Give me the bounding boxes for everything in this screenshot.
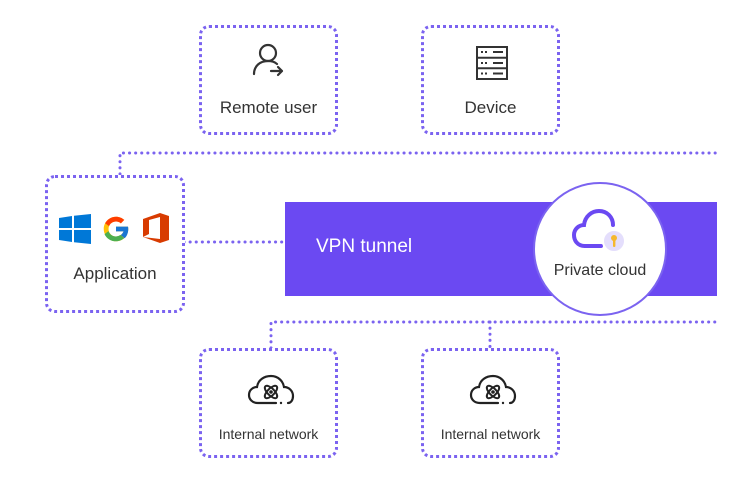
office-logo-icon xyxy=(143,213,169,243)
application-node[interactable]: Application xyxy=(45,175,185,313)
device-node[interactable]: Device xyxy=(421,25,560,135)
google-logo-icon xyxy=(103,216,130,242)
cloud-lock-icon xyxy=(571,208,626,253)
connector-top xyxy=(118,151,720,176)
internal-network-label-1: Internal network xyxy=(218,426,319,442)
cloud-network-icon xyxy=(247,374,295,405)
internal-network-label-2: Internal network xyxy=(440,426,541,442)
private-cloud-label: Private cloud xyxy=(553,262,647,279)
user-arrow-icon xyxy=(252,43,284,77)
device-label: Device xyxy=(464,98,517,117)
windows-logo-icon xyxy=(59,214,91,244)
internal-network-node-1[interactable]: Internal network xyxy=(199,348,338,458)
remote-user-label: Remote user xyxy=(219,98,318,117)
server-icon xyxy=(476,46,508,80)
application-label: Application xyxy=(73,264,157,283)
vpn-tunnel-label: VPN tunnel xyxy=(316,236,413,257)
internal-network-node-2[interactable]: Internal network xyxy=(421,348,560,458)
cloud-network-icon xyxy=(469,374,517,405)
private-cloud-node[interactable]: Private cloud xyxy=(533,182,667,316)
remote-user-node[interactable]: Remote user xyxy=(199,25,338,135)
connector-bottom xyxy=(269,320,720,350)
